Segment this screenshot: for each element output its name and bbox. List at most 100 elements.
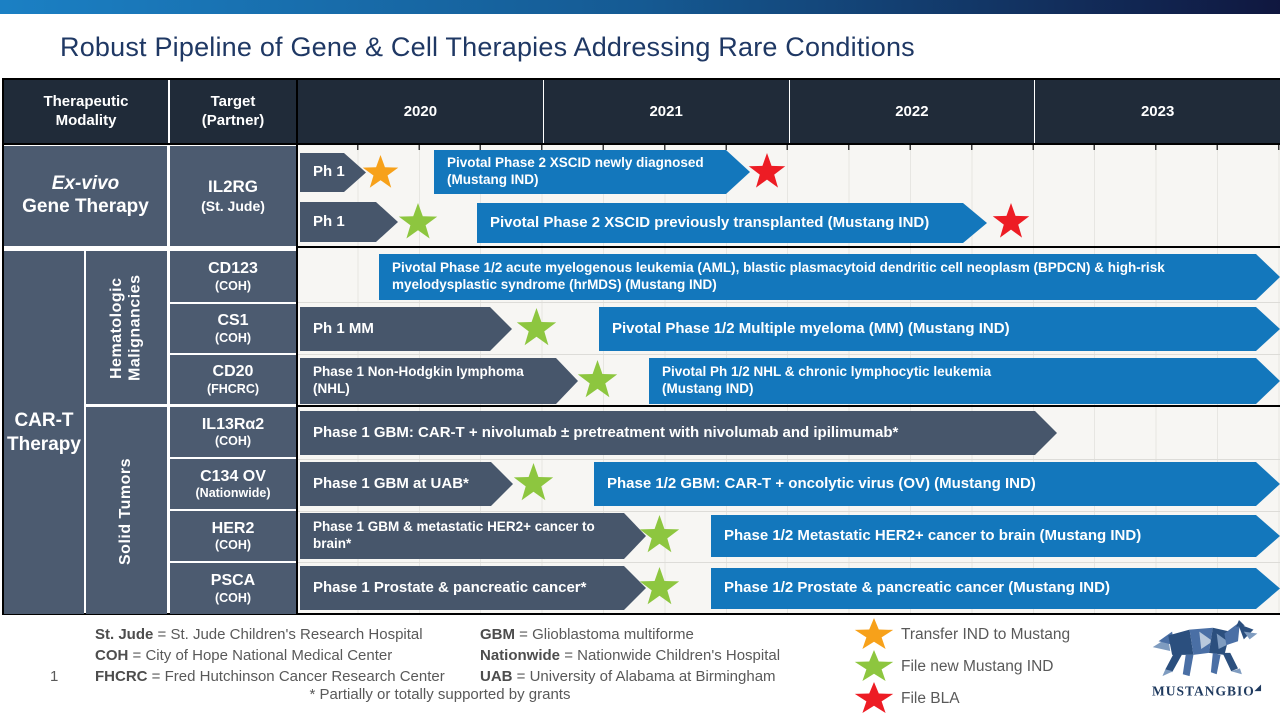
partner-psca: (COH) [214, 590, 252, 605]
partner-c134ov: (Nationwide) [195, 486, 271, 501]
bar-her2-phase1[interactable]: Phase 1 GBM & metastatic HER2+ cancer to… [300, 513, 646, 559]
target-cell-her2: HER2 (COH) [170, 511, 296, 561]
abbreviation-nationwide: Nationwide = Nationwide Children's Hospi… [480, 645, 780, 666]
target-cell-cd123: CD123 (COH) [170, 251, 296, 302]
target-cell-cs1: CS1 (COH) [170, 304, 296, 353]
column-header-target: Target (Partner) [170, 80, 296, 143]
year-header-2021: 2021 [543, 80, 789, 143]
year-header-2022: 2022 [789, 80, 1035, 143]
bar-label: Phase 1 Prostate & pancreatic cancer* [313, 578, 587, 596]
page-title: Robust Pipeline of Gene & Cell Therapies… [60, 32, 915, 62]
bar-c134-phase1[interactable]: Phase 1 GBM at UAB* [300, 462, 513, 506]
abbr-term: UAB [480, 668, 513, 685]
section-divider-heme-solid [297, 405, 1280, 407]
bar-label: Pivotal Phase 1/2 Multiple myeloma (MM) … [612, 319, 1010, 337]
bar-il13ra2-phase1[interactable]: Phase 1 GBM: CAR-T + nivolumab ± pretrea… [300, 411, 1057, 455]
table-border-bottom [2, 613, 1280, 615]
abbr-def: = St. Jude Children's Research Hospital [157, 626, 423, 643]
bar-label: Phase 1/2 Prostate & pancreatic cancer (… [724, 579, 1110, 597]
bar-cd123-pivotal[interactable]: Pivotal Phase 1/2 acute myelogenous leuk… [379, 254, 1280, 300]
table-border-left [2, 78, 4, 615]
target-il2rg: IL2RG [207, 177, 259, 197]
abbr-term: GBM [480, 626, 515, 643]
bar-psca-phase12[interactable]: Phase 1/2 Prostate & pancreatic cancer (… [711, 568, 1280, 609]
bar-c134-phase12[interactable]: Phase 1/2 GBM: CAR-T + oncolytic virus (… [594, 462, 1280, 506]
horse-icon [1152, 619, 1258, 677]
row-divider [297, 354, 1280, 355]
abbreviation-fhcrc: FHCRC = Fred Hutchinson Cancer Research … [95, 666, 445, 687]
column-header-target-label: Target (Partner) [201, 92, 265, 129]
group-cell-solid-tumors: Solid Tumors [86, 407, 167, 614]
partner-her2: (COH) [214, 538, 252, 553]
target-cell-il13ra2: IL13Rα2 (COH) [170, 407, 296, 457]
row-divider [297, 511, 1280, 512]
partner-cd123: (COH) [214, 278, 252, 293]
row-divider [297, 562, 1280, 563]
target-cell-il2rg: IL2RG (St. Jude) [170, 146, 296, 246]
bar-cs1-ph1[interactable]: Ph 1 MM [300, 307, 512, 351]
modality-exvivo-line2: Gene Therapy [22, 196, 149, 217]
top-accent-bar [0, 0, 1280, 14]
target-cell-c134ov: C134 OV (Nationwide) [170, 459, 296, 509]
modality-cell-exvivo: Ex-vivo Gene Therapy [4, 146, 167, 246]
bar-il2rg-pivotal-transplanted[interactable]: Pivotal Phase 2 XSCID previously transpl… [477, 203, 987, 243]
target-cell-cd20: CD20 (FHCRC) [170, 355, 296, 404]
abbr-def: = City of Hope National Medical Center [132, 647, 393, 664]
target-il13ra2: IL13Rα2 [201, 415, 265, 433]
partner-cd20: (FHCRC) [206, 381, 260, 396]
legend-red-star-icon [854, 682, 894, 713]
bar-psca-phase1[interactable]: Phase 1 Prostate & pancreatic cancer* [300, 566, 646, 610]
bar-il2rg-ph1-transplanted[interactable]: Ph 1 [300, 202, 398, 242]
column-header-modality: Therapeutic Modality [4, 80, 168, 143]
bar-cs1-pivotal[interactable]: Pivotal Phase 1/2 Multiple myeloma (MM) … [599, 307, 1280, 351]
bar-label: Pivotal Ph 1/2 NHL & chronic lymphocytic… [662, 364, 992, 396]
table-border-target-right [296, 78, 298, 615]
abbreviation-stjude: St. Jude = St. Jude Children's Research … [95, 624, 423, 645]
legend-file-new-ind: File new Mustang IND [901, 658, 1054, 675]
bar-label: Phase 1 GBM at UAB* [313, 474, 469, 492]
bar-label: Pivotal Phase 2 XSCID newly diagnosed (M… [447, 155, 704, 187]
section-divider-exvivo-cart [297, 246, 1280, 248]
bar-cd20-phase1[interactable]: Phase 1 Non-Hodgkin lymphoma (NHL) [300, 358, 578, 404]
target-cs1: CS1 [217, 312, 249, 330]
modality-exvivo-line1: Ex-vivo [51, 173, 120, 195]
target-c134ov: C134 OV [200, 467, 266, 485]
bar-label: Pivotal Phase 2 XSCID previously transpl… [490, 213, 930, 231]
page-number: 1 [50, 668, 59, 685]
bar-label: Ph 1 [313, 163, 345, 181]
year-header-2023: 2023 [1035, 80, 1280, 143]
row-divider [297, 302, 1280, 303]
bar-label: Phase 1 GBM & metastatic HER2+ cancer to… [313, 519, 595, 551]
partner-cs1: (COH) [214, 330, 252, 345]
legend-green-star-icon [854, 650, 894, 681]
bar-cd20-pivotal[interactable]: Pivotal Ph 1/2 NHL & chronic lymphocytic… [649, 358, 1280, 404]
grants-footnote: * Partially or totally supported by gran… [309, 686, 571, 703]
abbr-def: = Glioblastoma multiforme [519, 626, 694, 643]
table-border-top [2, 78, 1280, 80]
year-header-2020: 2020 [298, 80, 543, 143]
legend-orange-star-icon [854, 618, 894, 649]
logo-triangle-accent-icon: ◢ [1254, 683, 1262, 692]
group-cell-hematologic: Hematologic Malignancies [86, 251, 167, 404]
target-psca: PSCA [210, 572, 256, 590]
bar-her2-phase12[interactable]: Phase 1/2 Metastatic HER2+ cancer to bra… [711, 515, 1280, 557]
legend-file-bla: File BLA [901, 690, 960, 707]
table-border-header-bottom [2, 143, 1280, 145]
abbreviation-coh: COH = City of Hope National Medical Cent… [95, 645, 392, 666]
column-header-modality-label: Therapeutic Modality [43, 92, 129, 129]
mustangbio-logo: MUSTANGBIO◢ [1138, 618, 1276, 702]
bar-il2rg-pivotal-newly[interactable]: Pivotal Phase 2 XSCID newly diagnosed (M… [434, 150, 750, 194]
target-cd20: CD20 [212, 363, 254, 381]
abbr-def: = Nationwide Children's Hospital [564, 647, 781, 664]
group-solid-tumors-label: Solid Tumors [117, 456, 135, 565]
abbr-def: = University of Alabama at Birmingham [516, 668, 776, 685]
year-header-row: 2020 2021 2022 2023 [298, 80, 1280, 143]
modality-cart-label: CAR-T Therapy [7, 409, 81, 455]
target-cd123: CD123 [208, 260, 258, 278]
bar-label: Ph 1 [313, 212, 345, 230]
bar-label: Pivotal Phase 1/2 acute myelogenous leuk… [392, 260, 1165, 292]
quarter-ticks [297, 145, 1280, 150]
bar-label: Phase 1 GBM: CAR-T + nivolumab ± pretrea… [313, 423, 899, 441]
wordmark-text: MUSTANGBIO [1152, 683, 1255, 699]
